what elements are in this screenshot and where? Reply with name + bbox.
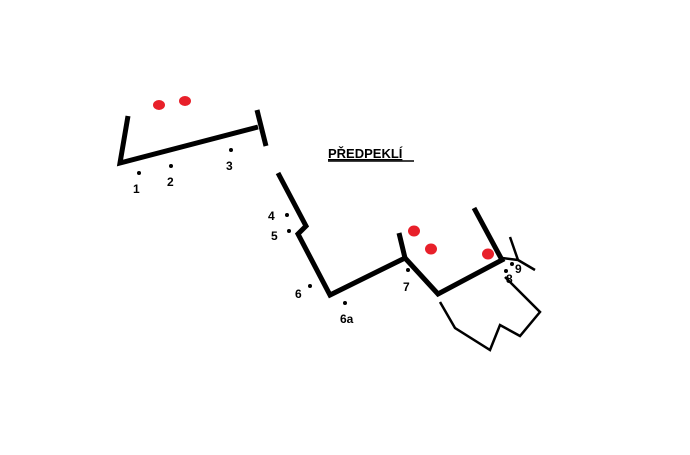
point-marker (229, 148, 233, 152)
red-marker (425, 243, 437, 255)
point-label-6a: 6a (340, 312, 354, 326)
point-label-6: 6 (295, 287, 302, 301)
point-label-9: 9 (515, 262, 522, 276)
point-label-8: 8 (506, 272, 513, 286)
point-label-1: 1 (133, 182, 140, 196)
point-marker (137, 171, 141, 175)
point-label-7: 7 (403, 280, 410, 294)
point-marker (287, 229, 291, 233)
upper-wall-right (254, 109, 269, 147)
lower-wall-middle (403, 206, 506, 298)
point-marker (285, 213, 289, 217)
lower-wall (275, 171, 542, 352)
point-marker (343, 301, 347, 305)
point-marker (169, 164, 173, 168)
point-markers (137, 148, 514, 305)
point-label-5: 5 (271, 229, 278, 243)
red-markers (153, 96, 494, 260)
lower-path (438, 276, 542, 352)
red-marker (408, 225, 420, 237)
point-label-2: 2 (167, 175, 174, 189)
point-labels: 1 2 3 4 5 6 6a 7 8 9 (133, 159, 522, 326)
upper-wall-left (116, 115, 259, 167)
upper-wall (116, 109, 269, 167)
lower-wall-left (275, 171, 408, 299)
point-marker (308, 284, 312, 288)
point-marker (510, 262, 514, 266)
right-branch-2 (501, 256, 536, 272)
point-marker (406, 268, 410, 272)
red-marker (482, 248, 494, 260)
right-branch-1 (508, 236, 520, 261)
point-marker (504, 269, 508, 273)
red-marker (153, 100, 165, 110)
red-marker (179, 96, 191, 106)
diagram-title: PŘEDPEKLÍ (328, 146, 403, 161)
point-label-4: 4 (268, 209, 275, 223)
point-label-3: 3 (226, 159, 233, 173)
